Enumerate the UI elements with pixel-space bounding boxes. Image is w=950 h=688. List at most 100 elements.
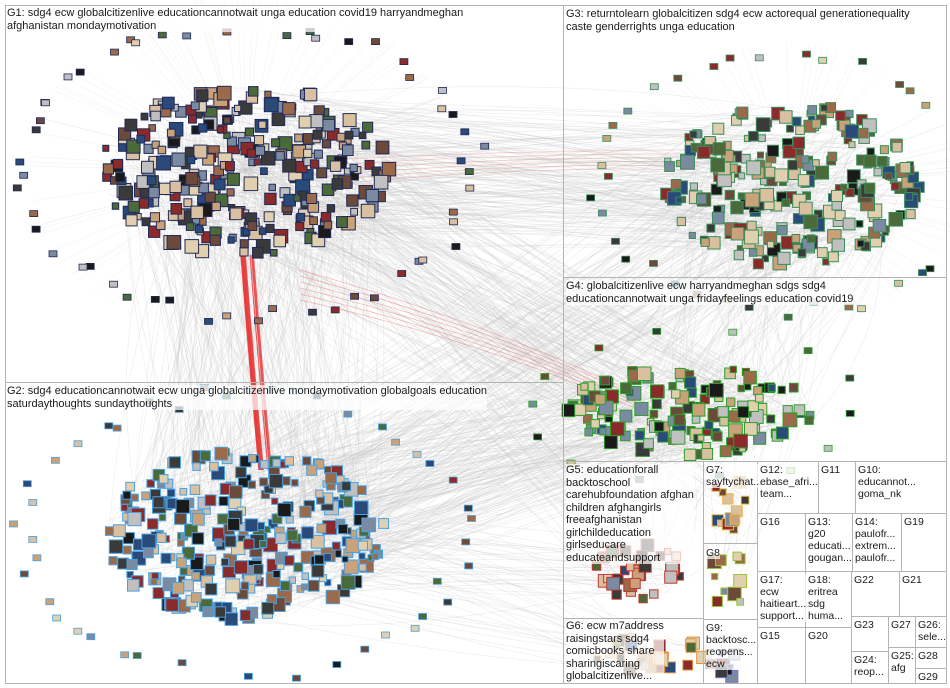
edge (312, 164, 745, 187)
edge (223, 588, 625, 626)
node-g1 (150, 110, 161, 122)
edge (226, 160, 256, 528)
edge (296, 218, 345, 513)
edge (789, 184, 940, 253)
edge (171, 106, 209, 512)
node-g1 (226, 136, 237, 147)
node-g1 (213, 178, 226, 191)
edge (244, 169, 452, 218)
group-label-g20: G20 (808, 630, 828, 642)
edge (189, 102, 658, 387)
node-g1 (247, 221, 258, 232)
edge (143, 147, 698, 227)
node-g1 (229, 207, 243, 221)
node-g1 (295, 160, 308, 174)
edge (162, 139, 259, 513)
edge (179, 207, 252, 464)
edge (377, 226, 758, 511)
node-g1 (226, 188, 235, 197)
edge (348, 138, 801, 419)
group-label-g6: G6: ecw m7address raisingstars sdg4 comi… (566, 620, 664, 683)
group-label-g11: G11 (821, 464, 841, 476)
edge (237, 150, 667, 395)
edge (258, 252, 671, 386)
edge (341, 142, 768, 543)
edge (357, 199, 747, 223)
edge (244, 156, 460, 171)
edge (743, 160, 784, 384)
edge (153, 121, 715, 528)
group-box-g2 (5, 382, 564, 684)
edge (243, 137, 892, 463)
edge (286, 389, 761, 591)
edge (244, 169, 254, 345)
edge (330, 129, 360, 485)
edge (357, 157, 855, 242)
edge (121, 177, 665, 514)
edge (257, 390, 788, 467)
edge (159, 162, 666, 481)
group-label-g17: G17: ecw haitieart... support... (760, 574, 807, 622)
edge (30, 161, 246, 171)
edge (140, 114, 268, 495)
edge (262, 146, 675, 450)
edge (611, 250, 845, 415)
edge (725, 240, 792, 413)
edge (320, 236, 733, 389)
node-g1 (243, 176, 259, 192)
edge (165, 524, 622, 673)
edge (163, 117, 786, 427)
edge (647, 160, 815, 424)
edge (789, 184, 916, 282)
node-g1 (166, 235, 182, 250)
node-g1 (111, 202, 120, 210)
group-label-g10: G10: educannot... goma_nk (858, 464, 916, 500)
node-g1 (155, 220, 166, 230)
edge (200, 92, 252, 488)
edge (171, 150, 253, 534)
edge (122, 161, 750, 176)
edge (800, 208, 900, 402)
group-label-g26: G26: sele... (918, 619, 947, 643)
edge (244, 169, 338, 329)
edge (225, 155, 699, 395)
edge (789, 171, 950, 186)
node-g1 (364, 159, 375, 170)
node-g1 (209, 234, 221, 246)
node-g1 (360, 203, 376, 219)
edge (225, 221, 271, 478)
edge (241, 254, 261, 471)
node-g1 (253, 158, 261, 166)
edge (134, 123, 788, 416)
edge (196, 422, 662, 519)
edge (299, 275, 641, 399)
edge (303, 122, 714, 522)
edge (274, 182, 661, 479)
edge (122, 203, 774, 399)
edge (176, 578, 645, 602)
group-label-g25: G25: afg (891, 650, 914, 674)
node-g1 (148, 186, 160, 199)
edge (223, 189, 598, 432)
edge (674, 244, 847, 377)
group-label-g1: G1: sdg4 ecw globalcitizenlive education… (7, 7, 464, 32)
edge (295, 216, 726, 491)
edge (371, 144, 638, 385)
edge (152, 573, 620, 597)
edge (381, 152, 744, 189)
edge (670, 252, 853, 405)
node-g1 (263, 211, 275, 223)
node-g1 (186, 155, 196, 165)
group-label-g18: G18: eritrea sdg huma... (808, 574, 844, 622)
edge (242, 254, 262, 471)
edge (128, 162, 787, 212)
edge (337, 202, 629, 411)
edge (204, 156, 758, 555)
node-g1 (271, 112, 286, 127)
edge (218, 163, 678, 488)
node-g1 (162, 96, 175, 110)
edge (121, 26, 246, 171)
edge (244, 169, 354, 322)
edge (129, 170, 203, 523)
